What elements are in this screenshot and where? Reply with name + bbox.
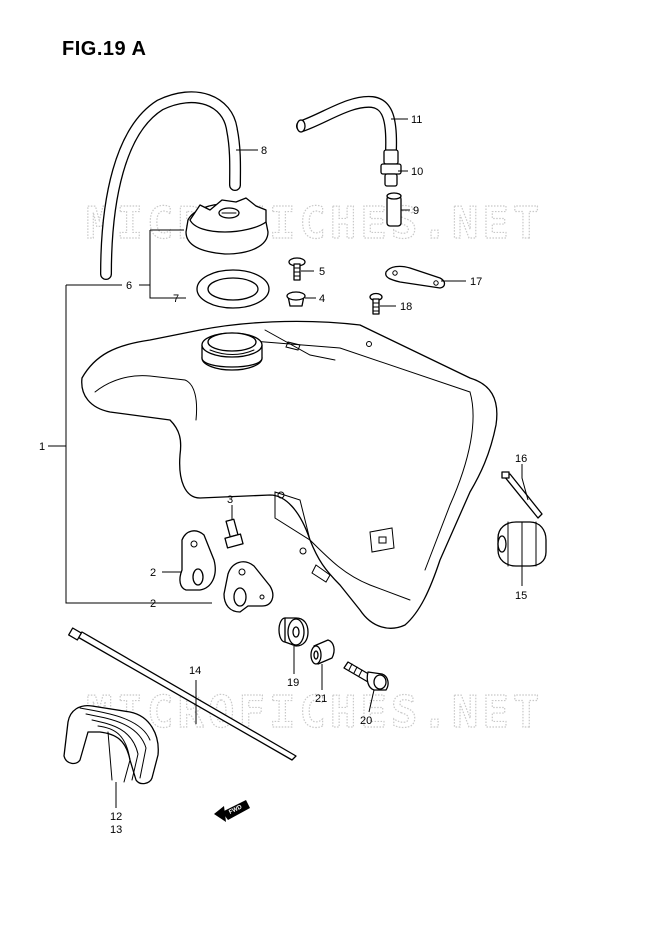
callout-15: 15 [515,590,527,602]
callout-10: 10 [411,166,423,178]
callout-2a: 2 [150,567,156,579]
bracket-left [179,530,216,591]
callout-14: 14 [189,665,201,677]
callout-numbers: 1 2 2 3 4 5 6 7 8 9 10 11 12 13 14 15 16… [39,114,527,836]
cap-gasket [196,269,270,309]
fuel-cap [185,197,269,255]
grommet-4 [286,291,306,307]
callout-8: 8 [261,145,267,157]
screw-18 [369,292,383,315]
callout-12: 12 [110,811,122,823]
bolt-3 [224,518,244,549]
callout-9: 9 [413,205,419,217]
fwd-arrow: FWD [214,800,250,822]
callout-20: 20 [360,715,372,727]
callout-19: 19 [287,677,299,689]
bracket-right [223,561,274,613]
cushion-15 [497,521,547,567]
callout-5: 5 [319,266,325,278]
cover-12-13 [63,704,159,785]
leader-lines [48,118,529,808]
callout-17: 17 [470,276,482,288]
callout-3: 3 [227,494,233,506]
figure-title: FIG.19 A [62,38,147,60]
plate-17 [385,265,446,289]
callout-11: 11 [411,114,422,126]
callout-2b: 2 [150,598,156,610]
screw-5 [288,257,306,281]
watermark-top: MICROFICHES.NET [86,198,543,249]
collar-21 [310,639,335,665]
check-valve [380,149,402,187]
callout-1: 1 [39,441,45,453]
fuel-tank [81,320,498,629]
callout-21: 21 [315,693,327,705]
fwd-label: FWD [228,804,244,816]
watermark-bottom: MICROFICHES.NET [86,687,543,738]
callout-4: 4 [319,293,325,305]
bolt-20 [343,661,389,691]
cable-tie-14 [68,627,297,761]
breather-hose [100,91,242,280]
vent-hose [296,95,398,156]
callout-16: 16 [515,453,527,465]
callout-6: 6 [126,280,132,292]
callout-13: 13 [110,824,122,836]
pipe [386,192,402,227]
cable-tie-16 [501,471,543,519]
callout-7: 7 [173,293,179,305]
cushion-19 [278,617,309,647]
callout-18: 18 [400,301,412,313]
